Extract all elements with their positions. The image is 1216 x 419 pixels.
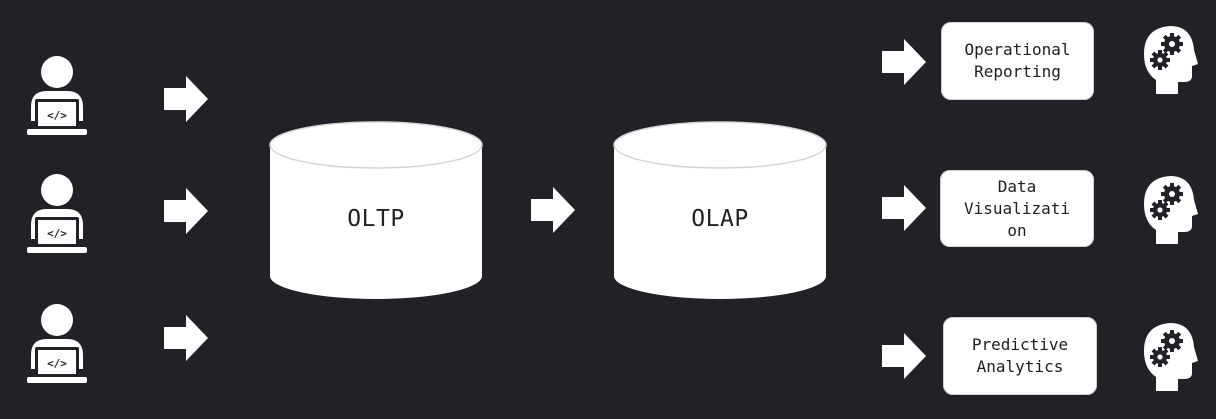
output-label-line: on <box>1007 220 1027 240</box>
arrow-right-icon <box>531 187 575 233</box>
operational-reporting-box: Operational Reporting <box>941 22 1094 100</box>
olap-database-cylinder <box>613 121 827 299</box>
arrow-right-icon <box>882 39 926 85</box>
output-label-line: Predictive <box>971 335 1069 354</box>
output-label-line: Visualizati <box>964 198 1070 218</box>
brain-gears-icon <box>1144 323 1198 391</box>
data-visualization-box: Data Visualizati on <box>940 170 1094 247</box>
arrow-right-icon <box>882 185 926 231</box>
developer-laptop-icon <box>27 56 87 135</box>
brain-gears-icon <box>1144 26 1198 94</box>
arrow-right-icon <box>164 76 208 122</box>
output-label-line: Analytics <box>976 357 1064 376</box>
brain-gears-icon <box>1144 176 1198 244</box>
oltp-database-cylinder <box>269 121 483 299</box>
predictive-analytics-box: Predictive Analytics <box>943 317 1097 395</box>
olap-label: OLAP <box>691 206 749 232</box>
developer-laptop-icon <box>27 304 87 383</box>
oltp-label: OLTP <box>347 206 405 232</box>
output-label-line: Reporting <box>974 62 1061 81</box>
arrow-right-icon <box>882 333 926 379</box>
output-label-line: Data <box>997 176 1037 196</box>
arrow-right-icon <box>164 315 208 361</box>
developer-laptop-icon <box>27 174 87 253</box>
output-label-line: Operational <box>964 40 1071 59</box>
arrow-right-icon <box>164 188 208 234</box>
